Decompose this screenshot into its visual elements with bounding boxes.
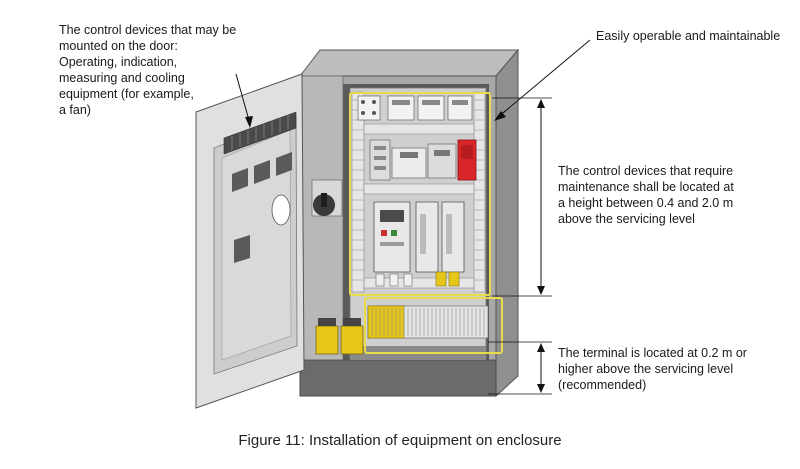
height-requirement-note-line: The control devices that require — [558, 164, 734, 178]
cable-duct-horizontal-2 — [363, 183, 475, 195]
cabinet-right-side — [495, 48, 519, 398]
terminal-dimension-arrow-up — [537, 343, 545, 352]
terminal-note-line: The terminal is located at 0.2 m or — [558, 346, 747, 360]
middle-devices — [369, 139, 457, 181]
height-requirement-note-line: a height between 0.4 and 2.0 m — [558, 196, 734, 210]
height-requirement-note: The control devices that require mainten… — [558, 163, 768, 227]
cabinet-top — [298, 49, 520, 77]
operable-arrowhead — [494, 111, 506, 121]
door-devices-note-line: equipment (for example, — [59, 87, 194, 101]
door-devices-note-line: measuring and cooling — [59, 71, 185, 85]
main-switch — [311, 179, 343, 217]
red-device-face — [461, 145, 473, 159]
operable-leader — [496, 39, 591, 119]
door-devices-arrowhead — [245, 116, 253, 128]
operable-note: Easily operable and maintainable — [596, 29, 781, 43]
cabinet-base — [299, 359, 497, 397]
door-devices-note-line: a fan) — [59, 103, 91, 117]
door-fan-opening — [271, 194, 291, 226]
terminal-zone-highlight — [364, 297, 503, 354]
door-device-ticks — [231, 115, 289, 150]
cable-duct-horizontal-3 — [363, 277, 475, 289]
terminal-dimension-arrow-down — [537, 384, 545, 393]
terminal-blocks — [371, 308, 485, 336]
door-devices-leader — [235, 73, 251, 125]
door-devices-note: The control devices that may be mounted … — [59, 22, 259, 118]
door-devices-note-line: Operating, indication, — [59, 55, 178, 69]
height-requirement-note-line: maintenance shall be located at — [558, 180, 734, 194]
door-meters — [232, 152, 292, 192]
door-indicator — [234, 235, 250, 263]
door-device-strip — [223, 111, 297, 155]
terminal-note-line: (recommended) — [558, 378, 647, 392]
maintenance-zone-highlight — [349, 92, 491, 296]
yellow-terminals-small — [375, 271, 460, 287]
terminal-note: The terminal is located at 0.2 m or high… — [558, 345, 788, 393]
height-dimension-arrow-up — [537, 99, 545, 108]
cable-duct-horizontal-1 — [363, 123, 475, 135]
height-requirement-note-line: above the servicing level — [558, 212, 695, 226]
top-breakers — [357, 95, 473, 121]
yellow-transformers — [315, 318, 364, 355]
height-dimension-arrow-down — [537, 286, 545, 295]
cable-duct-left — [351, 91, 365, 293]
figure-caption: Figure 11: Installation of equipment on … — [238, 432, 562, 449]
door-devices-note-line: The control devices that may be — [59, 23, 237, 37]
drive-units — [373, 201, 465, 273]
cable-duct-slots — [352, 99, 485, 281]
cable-duct-right — [473, 91, 486, 293]
door-devices-note-line: mounted on the door: — [59, 39, 178, 53]
terminal-note-line: higher above the servicing level — [558, 362, 734, 376]
